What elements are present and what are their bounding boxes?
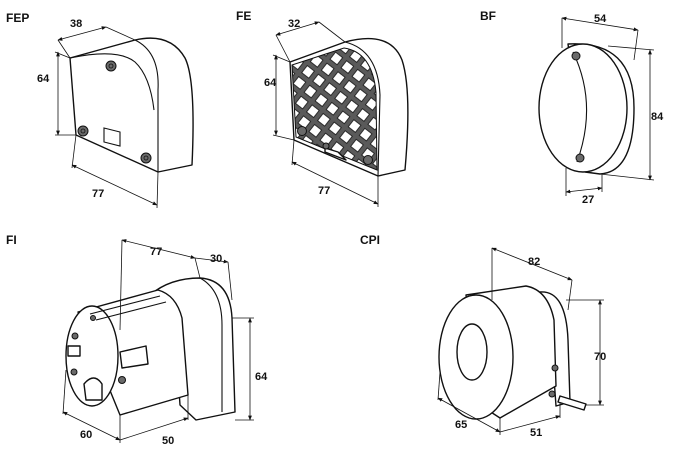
fe-dimension-depth: 32 xyxy=(288,18,300,30)
fi-dimension-lines xyxy=(62,239,254,443)
cpi-dimension-width: 65 xyxy=(455,419,467,431)
fep-dimension-lines xyxy=(54,26,159,209)
cpi-drawing xyxy=(438,285,587,420)
fep-dimension-depth: 38 xyxy=(70,18,82,30)
bf-dimension-height: 84 xyxy=(651,111,664,123)
fep-drawing xyxy=(69,37,194,173)
bf-dimension-thickness: 27 xyxy=(582,194,594,206)
component-cpi: CPI 82 70 65 51 xyxy=(360,233,606,439)
component-fe: FE 32 64 77 xyxy=(236,9,409,207)
bf-dimension-depth: 54 xyxy=(594,13,607,25)
fep-dimension-width: 77 xyxy=(92,188,104,200)
fi-dimension-body-length: 77 xyxy=(150,246,162,258)
bf-drawing xyxy=(538,43,635,175)
cpi-dimension-height: 70 xyxy=(594,351,606,363)
fe-dimension-height: 64 xyxy=(264,77,277,89)
component-fep: FEP 38 64 77 xyxy=(6,11,194,209)
fep-dimension-height: 64 xyxy=(37,73,50,85)
cpi-dimension-flange-width: 51 xyxy=(530,427,542,439)
bf-label: BF xyxy=(480,9,496,23)
fe-dimension-width: 77 xyxy=(318,185,330,197)
fe-drawing xyxy=(289,37,409,177)
bf-dimension-lines xyxy=(561,16,655,196)
fi-dimension-flange-depth: 30 xyxy=(210,253,222,265)
component-bf: BF 54 84 27 xyxy=(480,9,664,206)
fe-dimension-lines xyxy=(272,21,379,207)
fep-label: FEP xyxy=(6,11,29,25)
cpi-label: CPI xyxy=(360,233,380,247)
fi-label: FI xyxy=(6,233,17,247)
fi-dimension-flange-width: 50 xyxy=(162,435,174,447)
fi-dimension-height: 64 xyxy=(255,371,268,383)
fe-label: FE xyxy=(236,9,251,23)
fi-drawing xyxy=(65,277,236,421)
component-fi: FI xyxy=(6,233,268,447)
cpi-dimension-lines xyxy=(437,247,604,435)
fi-dimension-body-width: 60 xyxy=(80,429,92,441)
cpi-dimension-depth: 82 xyxy=(528,256,540,268)
